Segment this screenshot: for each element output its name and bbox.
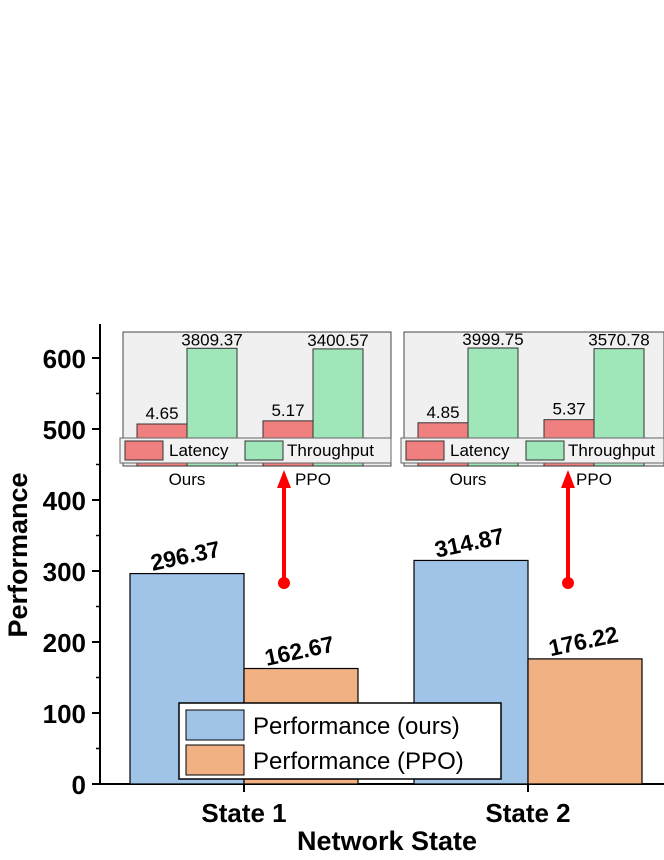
arrow-head bbox=[561, 470, 575, 488]
legend: Performance (ours) Performance (PPO) bbox=[178, 702, 502, 780]
bar-value-label: 296.37 bbox=[148, 536, 222, 576]
inset-legend-swatch-throughput bbox=[244, 440, 284, 461]
y-tick-label: 600 bbox=[43, 344, 86, 374]
inset-latency-label: 4.65 bbox=[145, 404, 178, 423]
bar-value-label: 314.87 bbox=[432, 523, 506, 563]
y-tick-label: 400 bbox=[43, 486, 86, 516]
inset-legend-swatch-throughput bbox=[525, 440, 565, 461]
legend-label-ours: Performance (ours) bbox=[253, 713, 460, 740]
arrow-origin-dot bbox=[278, 577, 290, 589]
arrow-head bbox=[277, 470, 291, 488]
legend-swatch-ours bbox=[185, 709, 245, 741]
legend-swatch-ppo bbox=[185, 744, 245, 776]
inset-legend-swatch-latency bbox=[405, 440, 445, 461]
inset-latency-label: 4.85 bbox=[426, 403, 459, 422]
x-axis-title: Network State bbox=[297, 826, 477, 856]
bar-value-label: 162.67 bbox=[262, 631, 336, 671]
bar-value-label: 176.22 bbox=[546, 621, 620, 661]
y-tick-label: 500 bbox=[43, 415, 86, 445]
legend-label-ppo: Performance (PPO) bbox=[253, 748, 464, 775]
y-tick-label: 200 bbox=[43, 628, 86, 658]
inset-throughput-label: 3400.57 bbox=[307, 331, 368, 350]
x-tick-label: State 1 bbox=[201, 798, 286, 828]
inset-throughput-label: 3570.78 bbox=[588, 331, 649, 350]
y-tick-label: 100 bbox=[43, 699, 86, 729]
inset-throughput-label: 3999.75 bbox=[462, 330, 523, 349]
inset-legend-label-throughput: Throughput bbox=[568, 441, 655, 460]
inset-x-label: PPO bbox=[576, 470, 612, 489]
y-tick-label: 300 bbox=[43, 557, 86, 587]
inset-latency-label: 5.37 bbox=[552, 400, 585, 419]
inset-latency-label: 5.17 bbox=[271, 401, 304, 420]
inset-x-label: Ours bbox=[169, 470, 206, 489]
y-tick-label: 0 bbox=[72, 770, 86, 800]
inset-x-label: PPO bbox=[295, 470, 331, 489]
x-tick-label: State 2 bbox=[485, 798, 570, 828]
inset-legend-label-latency: Latency bbox=[169, 441, 229, 460]
inset-legend-swatch-latency bbox=[124, 440, 164, 461]
bar bbox=[527, 658, 643, 785]
y-axis-title: Performance bbox=[3, 472, 33, 637]
arrow-origin-dot bbox=[562, 577, 574, 589]
inset-legend-label-throughput: Throughput bbox=[287, 441, 374, 460]
inset-throughput-label: 3809.37 bbox=[181, 330, 242, 349]
inset-legend-label-latency: Latency bbox=[450, 441, 510, 460]
inset-x-label: Ours bbox=[450, 470, 487, 489]
